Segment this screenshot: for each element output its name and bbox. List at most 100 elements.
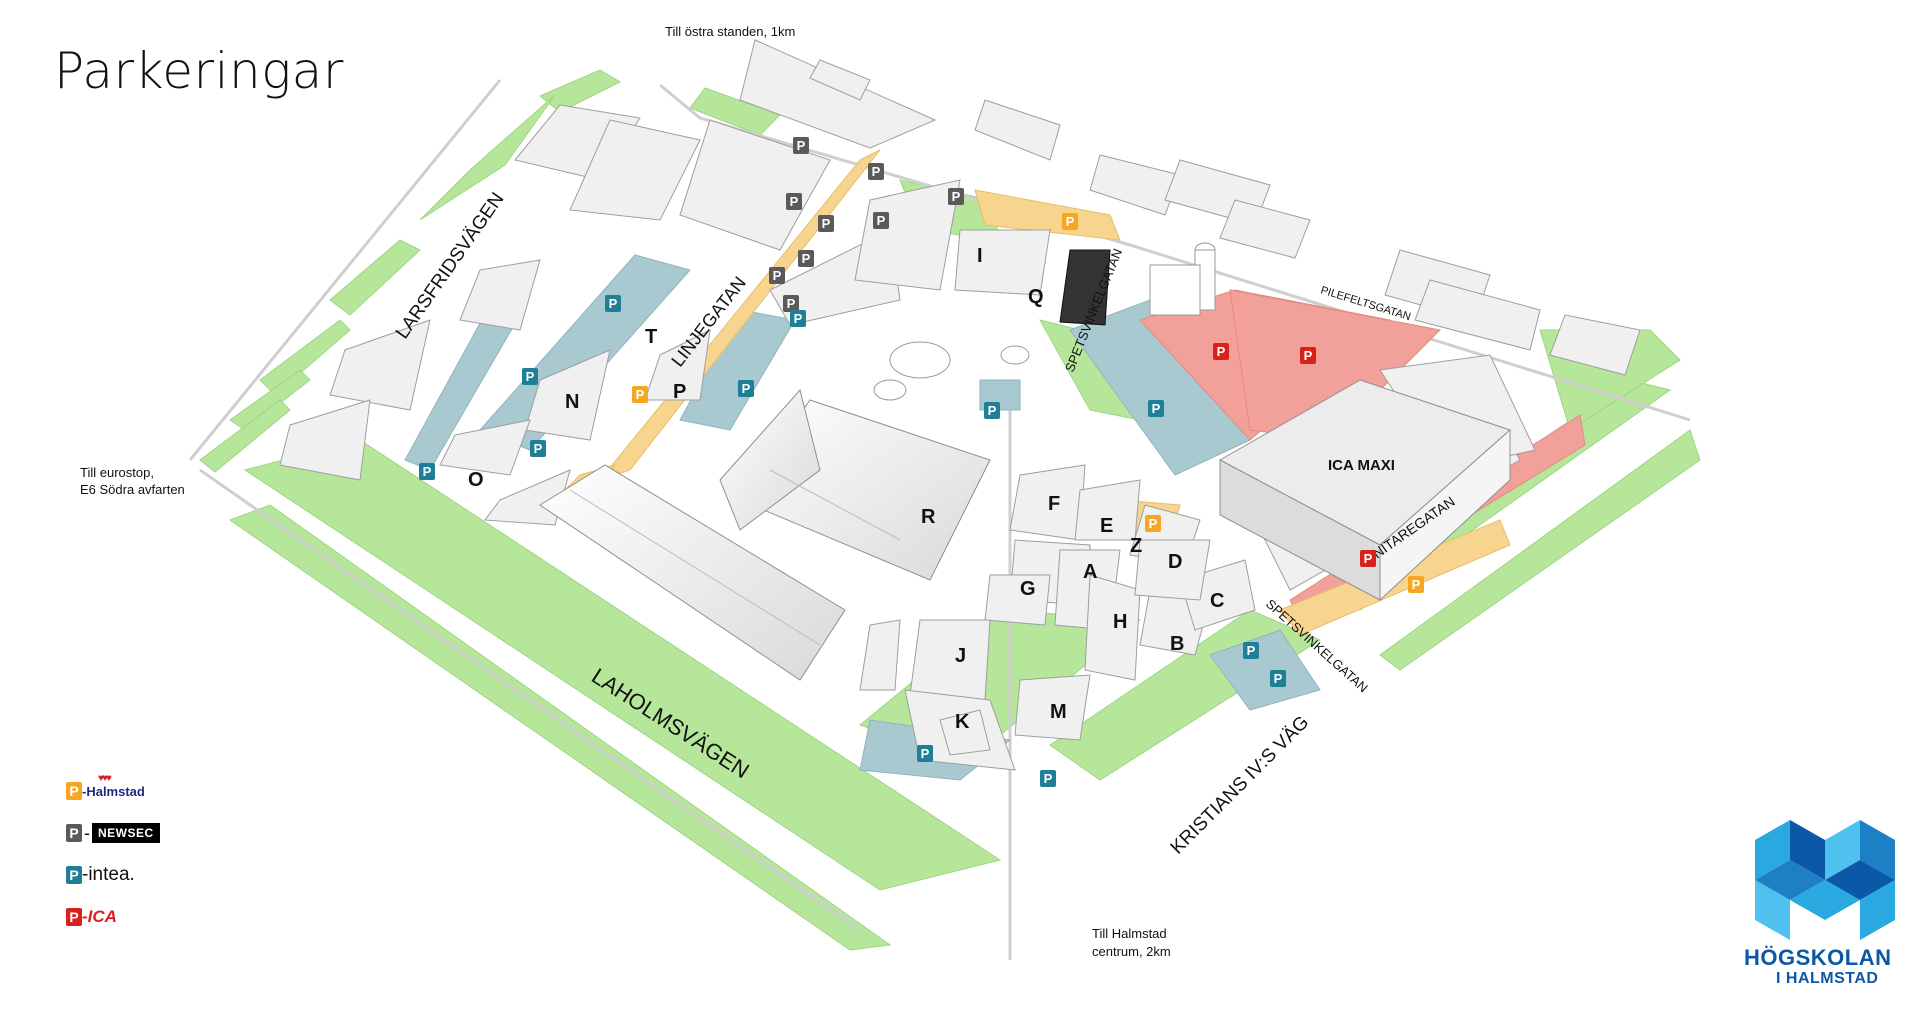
svg-text:P: P bbox=[534, 441, 543, 456]
svg-text:P: P bbox=[1247, 643, 1256, 658]
legend-dash: - bbox=[84, 822, 90, 843]
svg-text:P: P bbox=[636, 387, 645, 402]
direction-notes: Till östra standen, 1km Till eurostop, E… bbox=[80, 24, 1171, 959]
legend-halmstad-label: -Halmstad bbox=[82, 783, 145, 799]
svg-text:P: P bbox=[988, 403, 997, 418]
p-newsec-1: P bbox=[793, 137, 809, 154]
p-newsec-8: P bbox=[769, 267, 785, 284]
svg-text:P: P bbox=[773, 268, 782, 283]
legend-p-newsec: P bbox=[66, 824, 82, 842]
p-intea-9: P bbox=[1243, 642, 1259, 659]
p-intea-6: P bbox=[1148, 400, 1164, 417]
legend-intea: P -intea. bbox=[66, 864, 160, 886]
logo-line1: HÖGSKOLAN bbox=[1744, 945, 1892, 970]
direction-south-1: Till Halmstad bbox=[1092, 926, 1167, 941]
svg-text:P: P bbox=[526, 369, 535, 384]
svg-text:P: P bbox=[1044, 771, 1053, 786]
p-newsec-7: P bbox=[798, 250, 814, 267]
legend-ica: P -ICA bbox=[66, 906, 160, 928]
building-R: R bbox=[921, 506, 936, 528]
page-title: Parkeringar bbox=[54, 42, 344, 100]
logo-line2: I HALMSTAD bbox=[1776, 970, 1879, 987]
p-newsec-9: P bbox=[783, 295, 799, 312]
p-intea-8: P bbox=[419, 463, 435, 480]
svg-text:P: P bbox=[742, 381, 751, 396]
hearts-icon: ♥♥♥ bbox=[98, 772, 112, 784]
building-E: E bbox=[1100, 515, 1113, 537]
svg-text:P: P bbox=[1364, 551, 1373, 566]
direction-west-2: E6 Södra avfarten bbox=[80, 482, 185, 497]
svg-text:P: P bbox=[1274, 671, 1283, 686]
svg-text:P: P bbox=[1217, 344, 1226, 359]
building-K: K bbox=[955, 711, 970, 733]
svg-text:P: P bbox=[822, 216, 831, 231]
legend-intea-label: -intea. bbox=[82, 864, 135, 885]
p-halmstad-4: P bbox=[1408, 576, 1424, 593]
building-D: D bbox=[1168, 551, 1182, 573]
halls bbox=[539, 388, 991, 681]
p-intea-4: P bbox=[738, 380, 754, 397]
svg-text:P: P bbox=[1066, 214, 1075, 229]
p-newsec-6: P bbox=[873, 212, 889, 229]
building-O: O bbox=[468, 469, 484, 491]
p-ica-1: P bbox=[1213, 343, 1229, 360]
building-A: A bbox=[1083, 561, 1097, 583]
svg-text:P: P bbox=[794, 311, 803, 326]
building-P: P bbox=[673, 381, 686, 403]
p-halmstad-1: P bbox=[1062, 213, 1078, 230]
svg-text:P: P bbox=[797, 138, 806, 153]
svg-text:P: P bbox=[1304, 348, 1313, 363]
svg-text:P: P bbox=[1149, 516, 1158, 531]
building-Q: Q bbox=[1028, 286, 1044, 308]
legend-newsec: P - NEWSEC bbox=[66, 822, 160, 844]
q-tower bbox=[1059, 249, 1111, 326]
p-intea-7: P bbox=[530, 440, 546, 457]
p-intea-1: P bbox=[605, 295, 621, 312]
p-ica-3: P bbox=[1360, 550, 1376, 567]
svg-text:P: P bbox=[609, 296, 618, 311]
p-newsec-3: P bbox=[948, 188, 964, 205]
direction-west-1: Till eurostop, bbox=[80, 465, 154, 480]
svg-text:P: P bbox=[1152, 401, 1161, 416]
direction-south-2: centrum, 2km bbox=[1092, 944, 1171, 959]
svg-text:P: P bbox=[787, 296, 796, 311]
building-Z: Z bbox=[1130, 535, 1142, 557]
legend-halmstad: P ♥♥♥-Halmstad bbox=[66, 773, 160, 802]
svg-text:P: P bbox=[790, 194, 799, 209]
legend-ica-label: -ICA bbox=[82, 907, 117, 926]
ica-maxi-building bbox=[1218, 379, 1511, 602]
building-G: G bbox=[1020, 578, 1036, 600]
svg-text:P: P bbox=[423, 464, 432, 479]
p-intea-10: P bbox=[1270, 670, 1286, 687]
building-J: J bbox=[955, 645, 966, 667]
p-newsec-5: P bbox=[818, 215, 834, 232]
intea-parking-areas bbox=[404, 254, 1321, 781]
p-ica-2: P bbox=[1300, 347, 1316, 364]
legend-p-intea: P bbox=[66, 866, 82, 884]
building-F: F bbox=[1048, 493, 1060, 515]
svg-text:P: P bbox=[1412, 577, 1421, 592]
building-C: C bbox=[1210, 590, 1224, 612]
parking-markers: P P P P P P P P P P P P P P P P P P P P … bbox=[419, 137, 1424, 787]
silos bbox=[873, 242, 1216, 401]
building-B: B bbox=[1170, 633, 1184, 655]
legend: P ♥♥♥-Halmstad P - NEWSEC P -intea. P -I… bbox=[66, 773, 160, 948]
hogskolan-logo-icon bbox=[1755, 820, 1895, 940]
svg-text:P: P bbox=[877, 213, 886, 228]
p-intea-11: P bbox=[917, 745, 933, 762]
direction-north: Till östra standen, 1km bbox=[665, 24, 795, 39]
svg-text:P: P bbox=[921, 746, 930, 761]
svg-text:P: P bbox=[872, 164, 881, 179]
p-intea-2: P bbox=[790, 310, 806, 327]
p-halmstad-3: P bbox=[1145, 515, 1161, 532]
legend-newsec-label: NEWSEC bbox=[92, 823, 160, 843]
building-T: T bbox=[645, 326, 657, 348]
p-halmstad-2: P bbox=[632, 386, 648, 403]
svg-text:P: P bbox=[952, 189, 961, 204]
p-intea-12: P bbox=[1040, 770, 1056, 787]
street-kristians: KRISTIANS IV:S VÄG bbox=[1167, 712, 1314, 859]
p-intea-5: P bbox=[984, 402, 1000, 419]
legend-p-halmstad: P bbox=[66, 782, 82, 800]
p-newsec-4: P bbox=[786, 193, 802, 210]
